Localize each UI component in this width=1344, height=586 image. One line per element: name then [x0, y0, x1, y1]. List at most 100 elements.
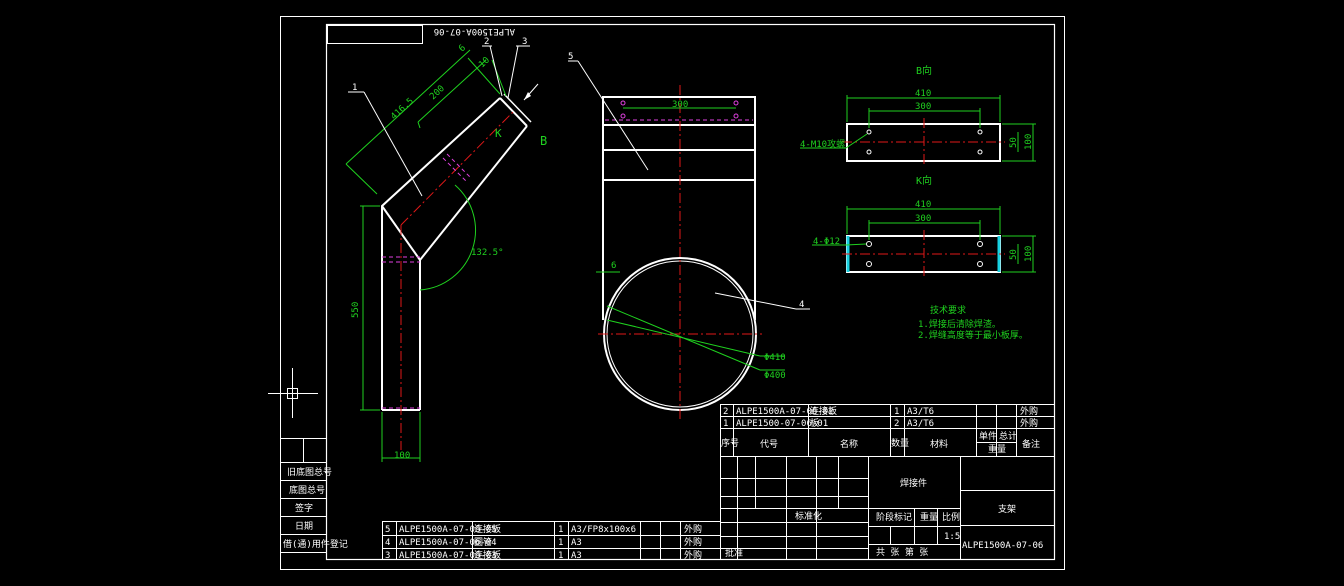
lbom-r3-note: 外购: [684, 549, 702, 561]
tech-req-line1: 1.焊接后清除焊渣。: [918, 318, 1001, 330]
bom-header-weight: 重量: [988, 443, 1006, 455]
dim-bottom-width: 100: [394, 451, 410, 461]
strip-text-4: 日期: [295, 521, 313, 532]
ubom-r2-no: 1: [723, 419, 728, 429]
part-name: 支架: [998, 503, 1016, 515]
balloon-5: 5: [568, 52, 573, 62]
tb-stage: 阶段标记: [876, 511, 912, 523]
dim-b-inner: 300: [915, 102, 931, 112]
dim-thickness-small: 10: [477, 55, 492, 70]
lbom-r2-no: 4: [385, 538, 390, 548]
k-hole-note: 4-Φ12: [813, 237, 840, 247]
ubom-r2-name: 板: [810, 417, 819, 429]
dim-dia-outer: Φ410: [764, 353, 786, 363]
balloon-1: 1: [352, 83, 357, 93]
tb-scale: 1:5: [944, 532, 960, 542]
dim-k-outer: 410: [915, 200, 931, 210]
bom-header-unit-w: 单件: [979, 430, 997, 442]
bent-tube-view: 550 100 416.5 200 6 10 132.5° B K 1 2 3: [345, 37, 547, 462]
strip-text-5: 借(通)用件登记: [283, 538, 348, 550]
tb-weight: 重量: [920, 511, 938, 523]
arrow-k-label: K: [495, 127, 502, 140]
inner-frame: [325, 23, 1056, 561]
balloon-2: 2: [484, 37, 489, 47]
ubom-r1-qty: 1: [894, 407, 899, 417]
ubom-r2-note: 外购: [1020, 417, 1038, 429]
dim-vertical-length: 550: [351, 302, 361, 318]
lbom-r2-name: 圆管: [474, 536, 492, 548]
lbom-r3-code: ALPE1500A-07-06-03: [399, 551, 497, 561]
bom-header-name: 名称: [840, 438, 858, 450]
dim-front-wall: 6: [611, 261, 616, 271]
lbom-r2-qty: 1: [558, 538, 563, 548]
tech-req-title: 技术要求: [930, 304, 966, 316]
lbom-r1-qty: 1: [558, 525, 563, 535]
ubom-r2-mat: A3/T6: [907, 419, 934, 429]
technical-requirements: 技术要求 1.焊接后清除焊渣。 2.焊缝高度等于最小板厚。: [918, 304, 1028, 341]
lbom-r2-note: 外购: [684, 536, 702, 548]
lbom-r1-note: 外购: [684, 523, 702, 535]
lbom-r2-code: ALPE1500A-07-06-04: [399, 538, 497, 548]
dim-k-inner: 300: [915, 214, 931, 224]
lbom-r3-qty: 1: [558, 551, 563, 561]
bom-header-total-w: 总计: [999, 430, 1017, 442]
outer-frame: [280, 16, 1065, 570]
arrow-b-label: B: [540, 134, 547, 148]
tb-approve: 批准: [725, 547, 743, 559]
lbom-r3-name: 连接板: [474, 549, 501, 561]
drawing-number: ALPE1500A-07-06: [962, 541, 1043, 551]
part-type: 焊接件: [900, 477, 927, 489]
b-hole-note: 4-M10攻螺: [800, 138, 845, 150]
dim-k-height-big: 100: [1024, 246, 1034, 262]
drawing-number-stamp: ALPE1500A-07-06: [434, 26, 515, 36]
lbom-r3-mat: A3: [571, 551, 582, 561]
dim-front-top-width: 300: [672, 100, 688, 110]
ubom-r1-mat: A3/T6: [907, 407, 934, 417]
ubom-r1-no: 2: [723, 407, 728, 417]
tb-sheet: 共 张 第 张: [876, 546, 928, 558]
strip-text-1: 旧底图总号: [287, 466, 332, 478]
strip-text-2: 底图总号: [289, 484, 325, 496]
title-block: 焊接件 支架 ALPE1500A-07-06 阶段标记 重量 比例 1:5 共 …: [720, 456, 1054, 560]
ubom-r1-note: 外购: [1020, 405, 1038, 417]
dim-thickness-top: 6: [457, 43, 468, 54]
tb-std: 标准化: [795, 510, 822, 522]
view-k-label: K向: [916, 174, 932, 187]
lbom-r1-no: 5: [385, 525, 390, 535]
dim-b-height-small: 50: [1009, 137, 1019, 148]
bom-header-no: 序号: [721, 437, 739, 449]
lbom-r1-name: 连接板: [474, 523, 501, 535]
bom-header-qty: 数量: [891, 437, 909, 449]
tb-ratio: 比例: [942, 511, 960, 523]
ubom-r2-qty: 2: [894, 419, 899, 429]
strip-text-3: 签字: [295, 502, 313, 514]
view-k: K向 410 300 50 100 4-Φ12: [812, 174, 1036, 278]
lbom-r1-mat: A3/FP8x100x6: [571, 525, 636, 535]
view-b-label: B向: [916, 64, 932, 77]
ubom-r1-code: ALPE1500A-07-06-02: [736, 407, 834, 417]
bom-header-mat: 材料: [930, 438, 948, 450]
left-strip: 旧底图总号 底图总号 签字 日期 借(通)用件登记: [281, 438, 348, 553]
dim-elbow-inner: 200: [428, 84, 447, 102]
balloon-4: 4: [799, 300, 804, 310]
lbom-r1-code: ALPE1500A-07-06-05: [399, 525, 497, 535]
ubom-r2-code: ALPE1500-07-06-01: [736, 419, 828, 429]
balloon-3: 3: [522, 37, 527, 47]
tech-req-line2: 2.焊缝高度等于最小板厚。: [918, 329, 1028, 341]
dim-elbow-length: 416.5: [389, 96, 416, 122]
upper-bom-table: 2 ALPE1500A-07-06-02 连接板 1 A3/T6 外购 1 AL…: [720, 404, 1054, 560]
dim-b-height-big: 100: [1024, 134, 1034, 150]
dim-dia-inner: Φ400: [764, 371, 786, 381]
lbom-r2-mat: A3: [571, 538, 582, 548]
crosshair-cursor-icon[interactable]: [268, 368, 318, 418]
ubom-r1-name: 连接板: [810, 405, 837, 417]
dim-k-height-small: 50: [1009, 249, 1019, 260]
bom-header-code: 代号: [760, 439, 778, 450]
dim-b-outer: 410: [915, 89, 931, 99]
lower-bom-table: 5 ALPE1500A-07-06-05 连接板 1 A3/FP8x100x6 …: [382, 521, 720, 561]
bom-header-note: 备注: [1022, 438, 1040, 450]
dim-angle: 132.5°: [471, 248, 504, 258]
front-view: 300 6 Φ410 Φ400 5 4: [568, 52, 810, 420]
lbom-r3-no: 3: [385, 551, 390, 561]
